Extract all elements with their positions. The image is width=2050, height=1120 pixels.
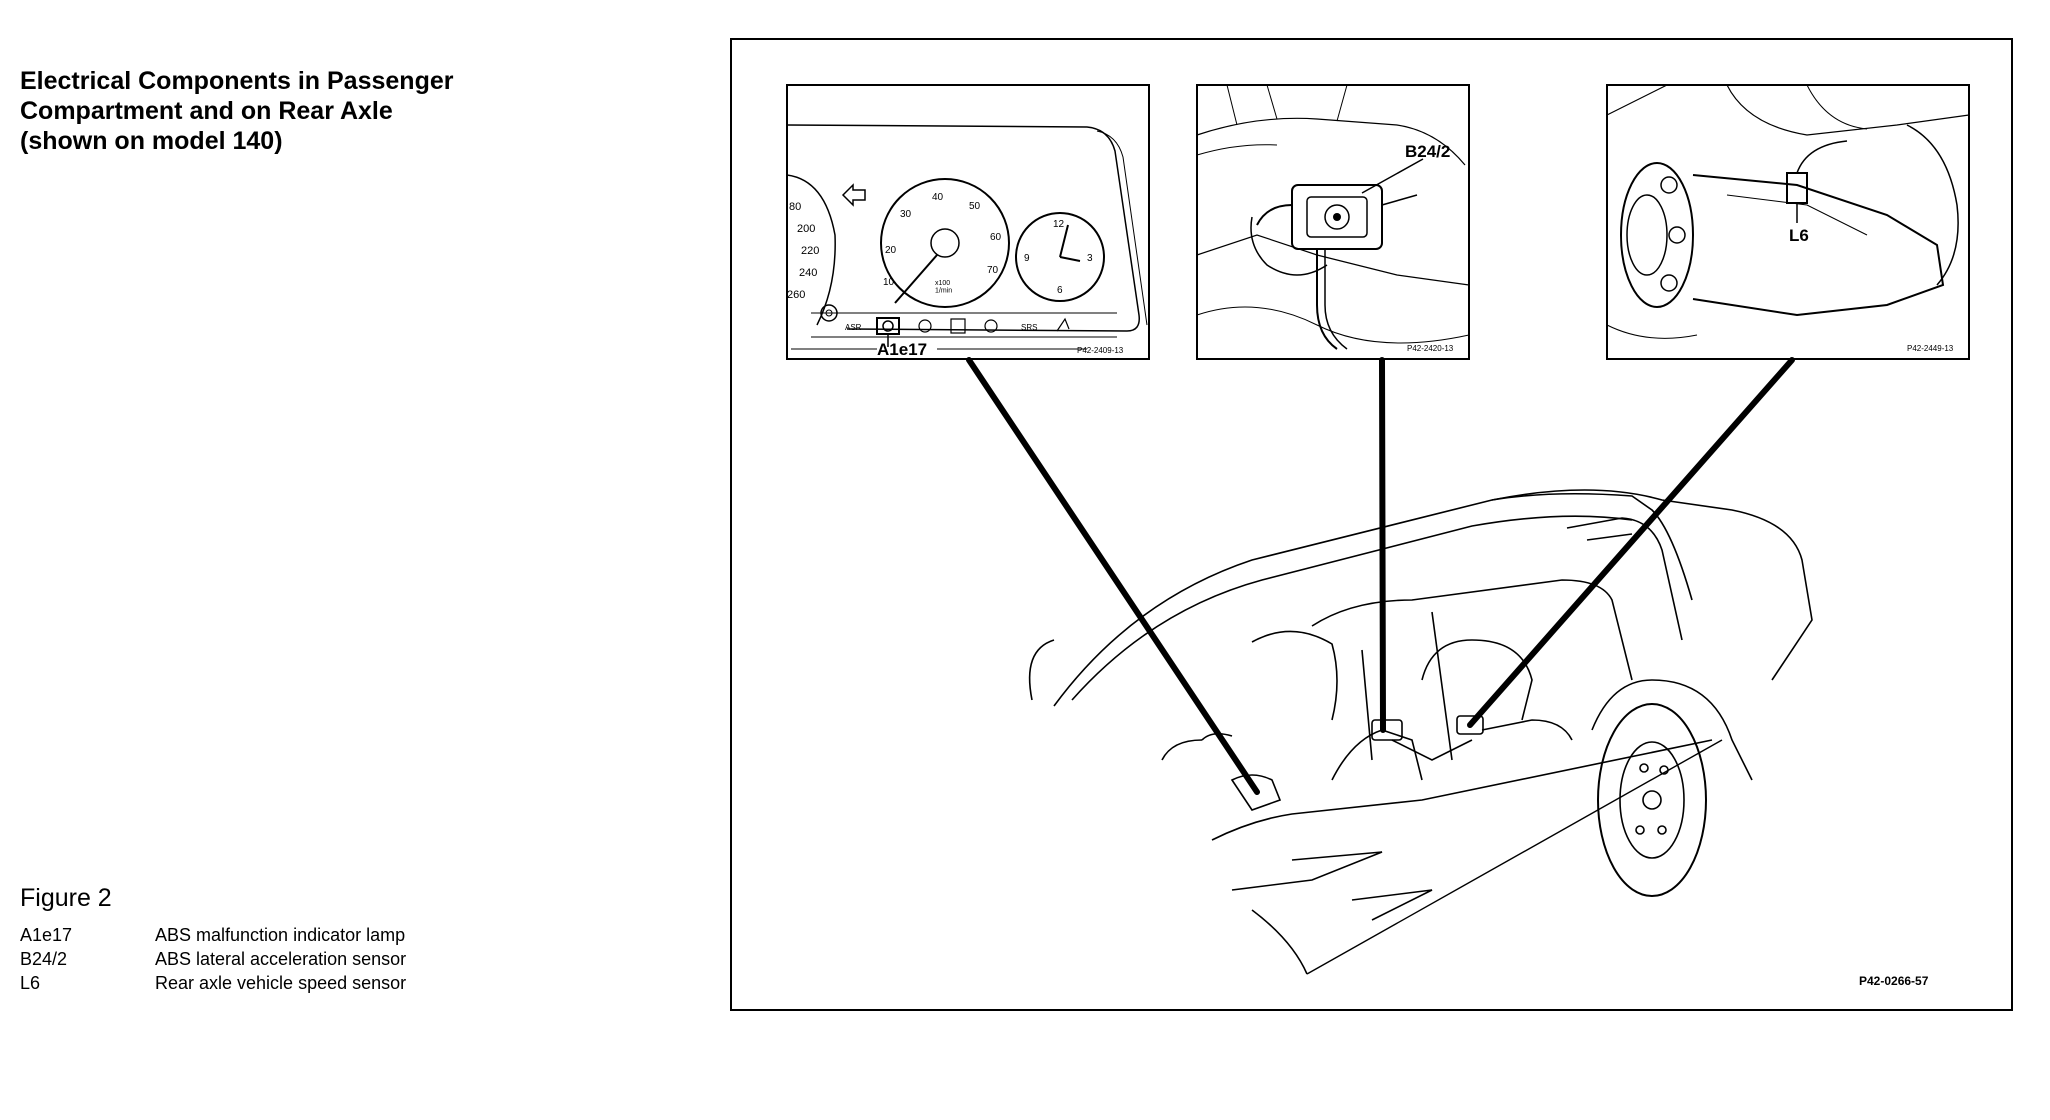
tacho-tick: 70 <box>987 265 999 276</box>
speedo-tick: 240 <box>799 267 817 279</box>
legend-code: A1e17 <box>20 925 73 945</box>
warning-label-asr: ASR <box>845 323 862 332</box>
b24-2-sensor-shape <box>1371 719 1403 741</box>
pointer-line-b24-2 <box>1379 357 1386 733</box>
clock-tick: 6 <box>1057 285 1063 296</box>
legend-description: ABS malfunction indicator lamp <box>155 925 406 945</box>
tacho-tick: 40 <box>932 192 944 203</box>
rear-wheel-shape <box>1597 703 1707 897</box>
turn-signal-icon <box>841 183 866 207</box>
main-diagram-code: P42-0266-57 <box>1859 974 1929 988</box>
pointer-lines <box>966 357 1795 795</box>
tacho-tick: 10 <box>883 277 895 288</box>
legend-row: A1e17 ABS malfunction indicator lamp <box>20 923 580 947</box>
tacho-tick: 50 <box>969 201 981 212</box>
speedometer-ticks: 80 200 220 240 260 <box>787 201 819 301</box>
title-line-1: Electrical Components in Passenger <box>20 67 454 95</box>
warning-lamp-icon <box>1056 317 1070 332</box>
clock-tick: 9 <box>1024 253 1030 264</box>
legend-description: Rear axle vehicle speed sensor <box>155 973 407 993</box>
tacho-tick: 30 <box>900 209 912 220</box>
legend-description: ABS lateral acceleration sensor <box>155 949 407 969</box>
brake-lamp-icon <box>984 319 998 333</box>
axle-housing-shape <box>1692 174 1945 317</box>
title-line-2: Compartment and on Rear Axle <box>20 97 393 125</box>
wheel-hub-shape <box>1620 162 1694 308</box>
legend-row: B24/2 ABS lateral acceleration sensor <box>20 947 580 971</box>
tacho-tick: 20 <box>885 245 897 256</box>
clock <box>1015 212 1105 302</box>
inset-frame <box>1606 84 1970 360</box>
diagram-frame: 80 200 220 240 260 10 20 30 40 50 60 <box>730 38 2013 1011</box>
warning-lamp-icon <box>950 318 966 334</box>
legend-code: B24/2 <box>20 949 68 969</box>
figure-label: Figure 2 <box>20 884 112 912</box>
warning-label-srs: SRS <box>1021 323 1037 332</box>
clock-tick: 3 <box>1087 253 1093 264</box>
figure-legend: Figure 2 A1e17 ABS malfunction indicator… <box>20 884 580 995</box>
pointer-line-a1e17 <box>966 357 1260 795</box>
clock-ticks: 12 3 6 9 <box>1024 219 1093 296</box>
a1e17-location-shape <box>1230 774 1282 811</box>
title-line-3: (shown on model 140) <box>20 127 283 155</box>
tachometer-ticks: 10 20 30 40 50 60 70 <box>883 192 1002 288</box>
tacho-tick: 60 <box>990 232 1002 243</box>
callout-b24-2: B24/2 <box>1405 142 1450 161</box>
inset-instrument-cluster: 80 200 220 240 260 10 20 30 40 50 60 <box>786 84 1150 360</box>
diagram-title: Electrical Components in Passenger Compa… <box>20 66 580 156</box>
pointer-line-l6 <box>1467 357 1795 728</box>
inset-code: P42-2449-13 <box>1907 344 1954 353</box>
speedo-tick: 200 <box>797 223 815 235</box>
speedo-tick: 80 <box>789 201 801 213</box>
vehicle-illustration <box>1028 489 1813 975</box>
callout-l6: L6 <box>1789 226 1809 245</box>
l6-sensor-shape <box>1456 715 1484 735</box>
legend-code: L6 <box>20 973 41 993</box>
callout-a1e17: A1e17 <box>877 340 927 359</box>
diagram-canvas: 80 200 220 240 260 10 20 30 40 50 60 <box>786 84 1970 988</box>
inset-rear-axle-sensor: L6 P42-2449-13 <box>1606 84 1970 360</box>
lateral-sensor-shape <box>1291 184 1383 250</box>
warning-lamp-icon <box>918 319 932 333</box>
speedo-tick: 220 <box>801 245 819 257</box>
legend-row: L6 Rear axle vehicle speed sensor <box>20 971 580 995</box>
tachometer <box>880 178 1010 308</box>
clock-tick: 12 <box>1053 219 1065 230</box>
inset-code: P42-2409-13 <box>1077 346 1124 355</box>
inset-code: P42-2420-13 <box>1407 344 1454 353</box>
inset-frame <box>1196 84 1470 360</box>
inset-lateral-sensor: B24/2 P42-2420-13 <box>1196 84 1470 360</box>
speedo-tick: 260 <box>787 289 805 301</box>
